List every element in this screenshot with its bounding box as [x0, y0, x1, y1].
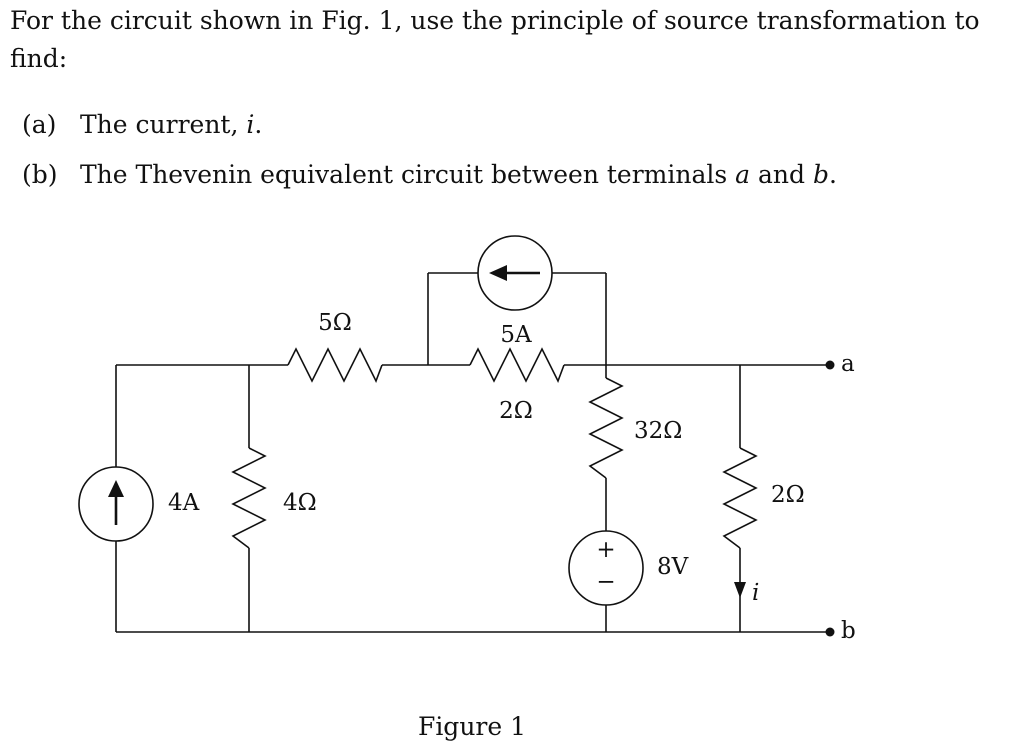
figure-caption: Figure 1: [417, 712, 527, 741]
current-source-4a: [78, 466, 154, 542]
plus-sign: +: [596, 537, 615, 563]
label-5a: 5A: [500, 322, 532, 348]
arrow-up-icon: [108, 480, 124, 525]
part-a-end: .: [254, 110, 263, 139]
part-b-var-b: b: [812, 160, 829, 189]
terminal-b-dot[interactable]: [825, 627, 835, 637]
part-b-middle: and: [750, 160, 813, 189]
part-a: (a) The current, i.: [22, 100, 837, 150]
wires: [115, 272, 830, 633]
label-terminal-a: a: [841, 351, 855, 377]
part-a-label: (a): [22, 110, 57, 139]
voltage-source-8v: [568, 530, 644, 606]
label-4-ohm: 4Ω: [283, 490, 317, 516]
label-8v: 8V: [657, 554, 689, 580]
arrow-left-icon: [489, 265, 540, 281]
problem-intro: For the circuit shown in Fig. 1, use the…: [10, 6, 980, 73]
label-terminal-b: b: [841, 618, 856, 644]
resistor-5-ohm: [287, 347, 383, 383]
label-4a: 4A: [168, 490, 200, 516]
current-arrow-icon: [734, 582, 746, 598]
label-current-i: i: [752, 580, 759, 606]
part-b-var-a: a: [735, 160, 751, 189]
resistor-32-ohm: [588, 377, 624, 479]
part-b-label: (b): [22, 160, 58, 189]
part-a-var: i: [246, 110, 255, 139]
part-b-end: .: [828, 160, 837, 189]
label-2-ohm-right: 2Ω: [771, 482, 805, 508]
terminal-a-dot[interactable]: [825, 360, 835, 370]
resistor-2-ohm-right: [722, 447, 758, 549]
part-b-text: The Thevenin equivalent circuit between …: [80, 160, 736, 189]
resistor-4-ohm: [231, 447, 267, 549]
label-32-ohm: 32Ω: [634, 418, 682, 444]
current-source-5a: [477, 235, 553, 311]
problem-parts: (a) The current, i. (b) The Thevenin equiv…: [22, 100, 837, 200]
minus-sign: −: [596, 569, 615, 595]
part-a-text: The current,: [80, 110, 247, 139]
part-b: (b) The Thevenin equivalent circuit betwe…: [22, 150, 837, 200]
resistor-2-ohm-top: [469, 347, 565, 383]
label-2-ohm-top: 2Ω: [499, 398, 533, 424]
label-5-ohm: 5Ω: [318, 310, 352, 336]
